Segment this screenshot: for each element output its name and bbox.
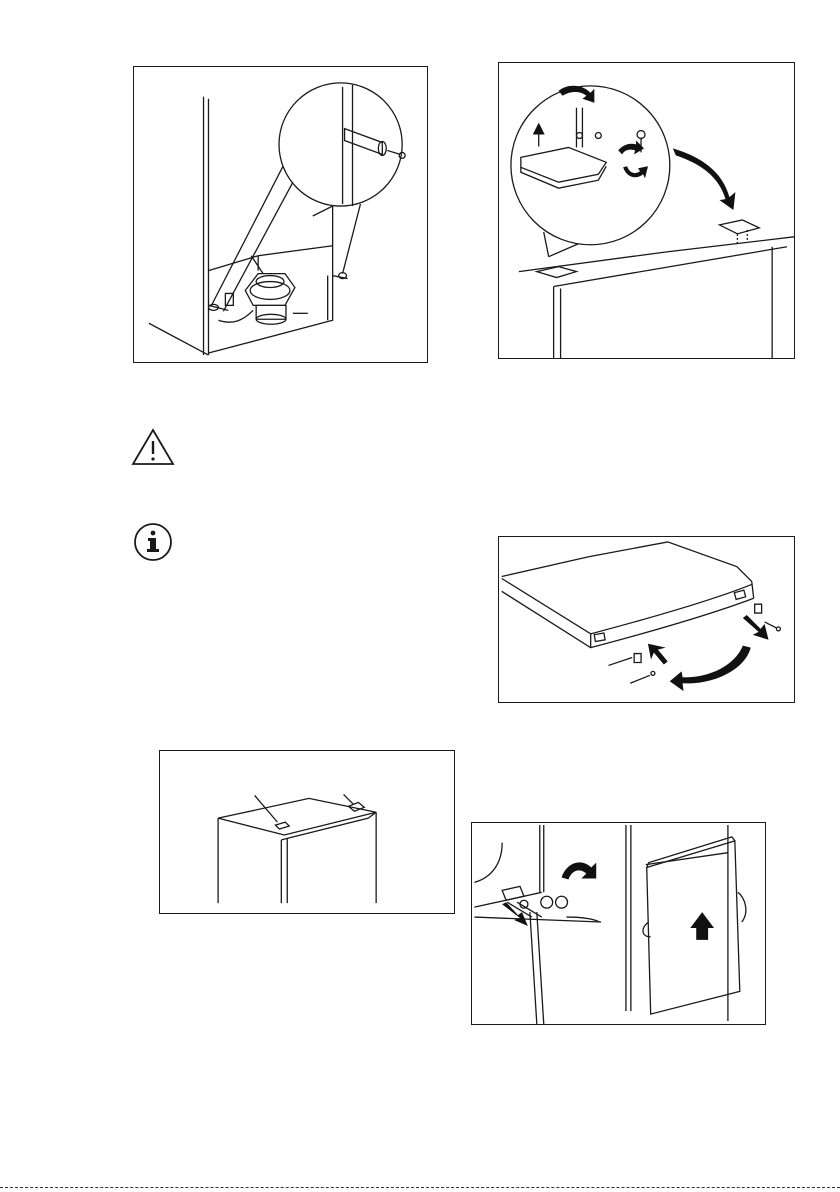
top-covers-illustration (160, 751, 454, 913)
door-lift-illustration (472, 823, 765, 1024)
figure-door-lift (471, 822, 766, 1025)
door-end-caps-illustration (499, 537, 794, 702)
figure-hinge-pin (133, 66, 428, 363)
figure-door-end-caps (498, 536, 795, 703)
page-bottom-rule (0, 1187, 840, 1188)
hinge-pin-illustration (134, 67, 427, 362)
figure-top-covers (159, 750, 455, 914)
top-hinge-illustration (499, 63, 794, 358)
info-circle-icon (133, 522, 173, 562)
warning-triangle-icon (131, 428, 175, 466)
figure-top-hinge (498, 62, 795, 359)
